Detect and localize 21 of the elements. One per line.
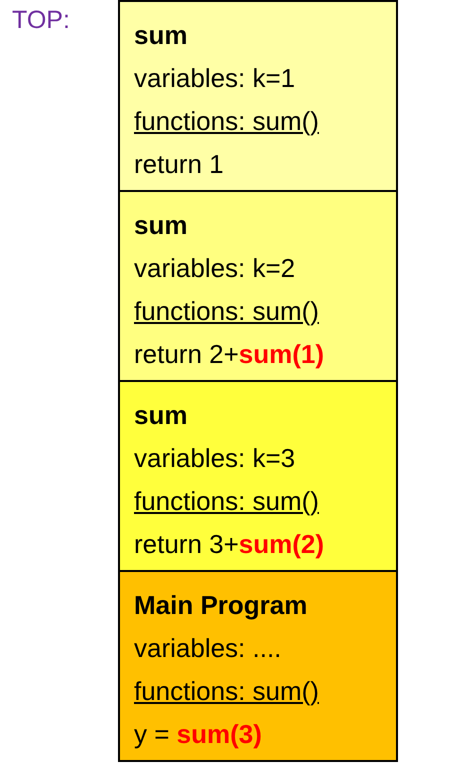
frame-heading: sum: [134, 399, 188, 432]
statement-text: return 3+sum(2): [134, 528, 324, 561]
frame-heading: Main Program: [134, 589, 308, 622]
variables-text: variables: ....: [134, 632, 282, 665]
variables-text: variables: k=2: [134, 252, 296, 285]
stack-frame: [118, 570, 398, 762]
functions-text: functions: sum(): [134, 485, 319, 518]
statement-text: y = sum(3): [134, 718, 262, 751]
functions-text: functions: sum(): [134, 295, 319, 328]
stack-top-label: TOP:: [12, 6, 70, 35]
stack-frame: [118, 0, 398, 192]
frame-heading: sum: [134, 209, 188, 242]
stack-frame: [118, 190, 398, 382]
statement-text: return 1: [134, 148, 224, 181]
statement-text: return 2+sum(1): [134, 338, 324, 371]
functions-text: functions: sum(): [134, 675, 319, 708]
stack-frame: [118, 380, 398, 572]
variables-text: variables: k=3: [134, 442, 296, 475]
functions-text: functions: sum(): [134, 105, 319, 138]
frame-heading: sum: [134, 19, 188, 52]
variables-text: variables: k=1: [134, 62, 296, 95]
